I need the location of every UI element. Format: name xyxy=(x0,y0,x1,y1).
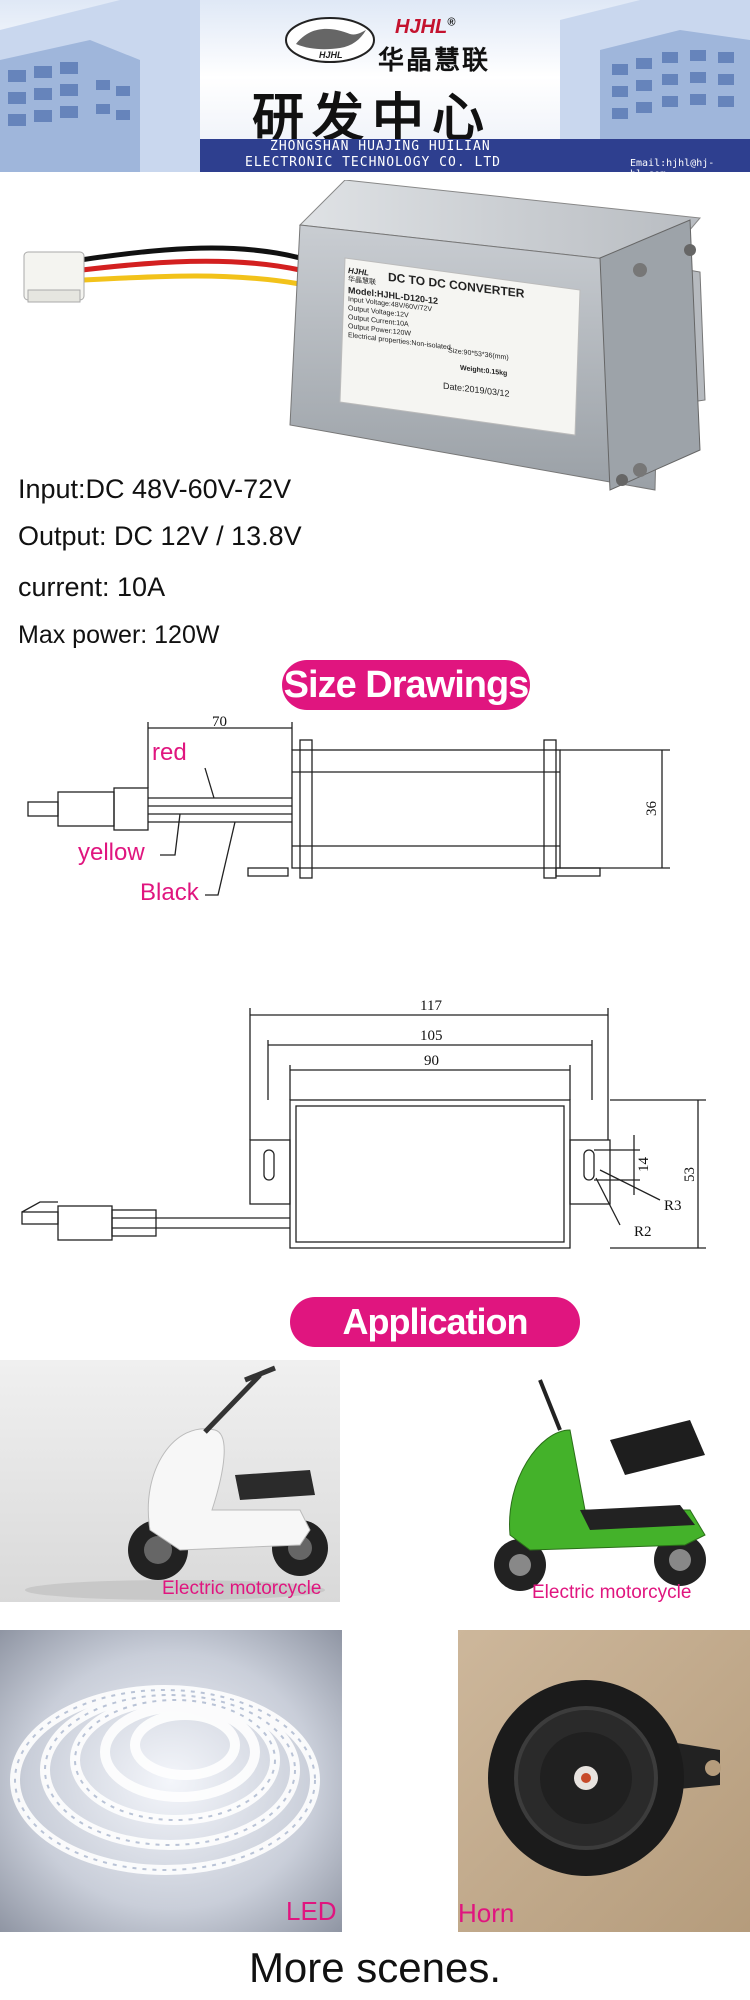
header-banner: HJHL HJHL® 华晶慧联 研发中心 ZHONGSHAN HUAJING H… xyxy=(0,0,750,172)
wire-label-red: red xyxy=(152,739,187,766)
dim-slot: 14 xyxy=(636,1157,652,1173)
scene-caption: Electric motorcycle xyxy=(162,1578,322,1599)
spec-output: Output: DC 12V / 13.8V xyxy=(18,521,302,551)
dim-radius-r2: R2 xyxy=(634,1224,652,1240)
dim-lead-length: 70 xyxy=(212,714,227,730)
scene-caption: Horn xyxy=(458,1898,515,1928)
logo-small-text: HJHL xyxy=(319,50,343,60)
scene-image-led-strip: LED xyxy=(0,1630,342,1932)
size-drawings-heading: Size Drawings xyxy=(282,660,530,710)
product-photo: HJHL 华晶慧联 DC TO DC CONVERTER Model:HJHL-… xyxy=(0,180,750,510)
dim-height: 36 xyxy=(644,801,660,817)
more-scenes-text: More scenes. xyxy=(248,1944,502,1991)
company-strip xyxy=(200,139,750,172)
product-label: HJHL 华晶慧联 DC TO DC CONVERTER Model:HJHL-… xyxy=(348,266,525,399)
scene-caption: Electric motorcycle xyxy=(532,1582,692,1603)
building-backdrop xyxy=(0,0,750,172)
spec-input: Input:DC 48V-60V-72V xyxy=(18,474,292,504)
dim-overall-length: 117 xyxy=(420,998,442,1014)
scene-image-electric-motorcycle-white: Electric motorcycle xyxy=(0,1360,340,1602)
side-view-drawing: 70 36 red yellow Black xyxy=(27,714,670,906)
brand-name: HJHL® xyxy=(395,16,456,38)
application-heading: Application scenario xyxy=(290,1297,580,1392)
scene-image-horn: Horn xyxy=(458,1630,750,1932)
contact-email: Email:hjhl@hj-hl.com xyxy=(630,158,715,172)
spec-max-power: Max power: 120W xyxy=(18,621,220,649)
dim-body-length: 90 xyxy=(424,1053,439,1069)
scene-image-electric-motorcycle-green: Electric motorcycle xyxy=(490,1360,750,1612)
company-name-line1: ZHONGSHAN HUAJING HUILIAN xyxy=(270,139,491,154)
page-title: 研发中心 xyxy=(252,88,493,149)
dim-mount-pitch: 105 xyxy=(420,1028,443,1044)
top-view-drawing: 117 105 90 53 14 R3 R2 xyxy=(21,998,706,1249)
dim-radius-r3: R3 xyxy=(664,1198,682,1214)
dim-width: 53 xyxy=(682,1167,698,1182)
brand-name-cn: 华晶慧联 xyxy=(378,46,491,76)
wire-label-yellow: yellow xyxy=(78,839,145,866)
scene-caption: LED xyxy=(286,1896,337,1926)
company-name-line2: ELECTRONIC TECHNOLOGY CO. LTD xyxy=(245,155,501,170)
wire-label-black: Black xyxy=(140,879,200,906)
spec-current: current: 10A xyxy=(18,572,166,602)
